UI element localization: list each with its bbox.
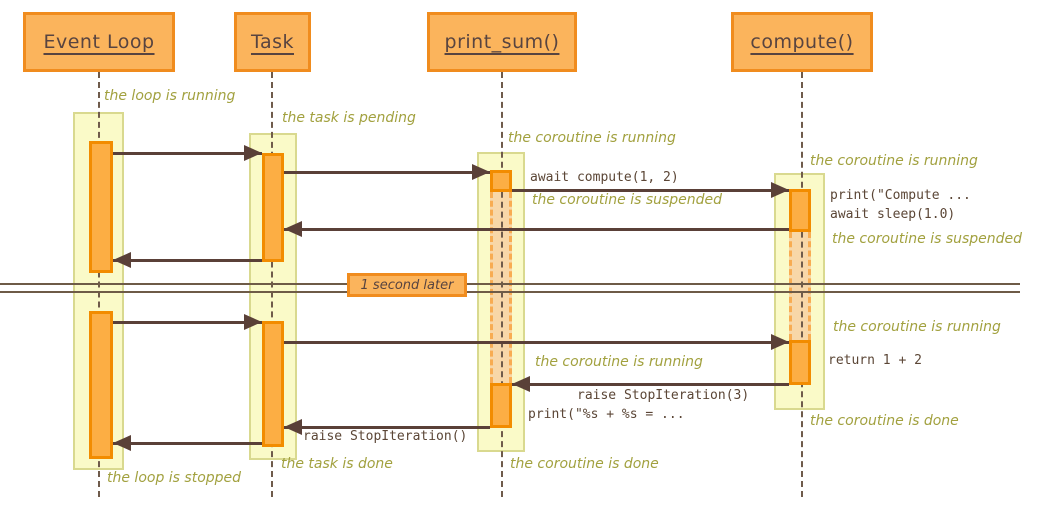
lifeline-task xyxy=(271,72,273,497)
actor-print-sum: print_sum() xyxy=(427,12,577,72)
activation-bar-compute-1 xyxy=(789,189,811,232)
arrow-line xyxy=(113,259,262,262)
note-compute-suspended: the coroutine is suspended xyxy=(832,231,1023,247)
actor-event-loop-label: Event Loop xyxy=(43,31,155,53)
label-raise-stopiteration: raise StopIteration() xyxy=(303,429,468,444)
note-print-sum-running-1: the coroutine is running xyxy=(508,130,676,146)
activation-bar-event-loop-1 xyxy=(89,141,113,273)
arrow-line xyxy=(113,442,262,445)
arrow-line xyxy=(284,171,490,174)
arrow-task-to-compute xyxy=(284,334,789,350)
arrow-head-icon xyxy=(771,182,789,198)
arrow-head-icon xyxy=(284,221,302,237)
arrow-print-sum-to-task-return xyxy=(284,419,490,435)
label-return-sum: return 1 + 2 xyxy=(828,353,922,368)
actor-print-sum-label: print_sum() xyxy=(444,31,560,53)
suspended-bar-compute xyxy=(789,232,811,340)
arrow-line xyxy=(284,341,789,344)
lifeline-event-loop xyxy=(98,72,100,497)
arrow-line xyxy=(512,189,789,192)
divider-line-top xyxy=(0,283,1020,285)
note-compute-done: the coroutine is done xyxy=(810,413,959,429)
actor-task: Task xyxy=(234,12,311,72)
arrow-head-icon xyxy=(244,314,262,330)
arrow-task-to-loop-return xyxy=(113,252,262,268)
label-await-compute: await compute(1, 2) xyxy=(530,170,679,185)
activation-bar-compute-2 xyxy=(789,340,811,385)
arrow-head-icon xyxy=(244,145,262,161)
note-loop-stopped: the loop is stopped xyxy=(107,470,242,486)
arrow-line xyxy=(512,383,789,386)
arrow-line xyxy=(113,321,262,324)
arrow-line xyxy=(284,426,490,429)
activation-bar-task-2 xyxy=(262,321,284,447)
activation-bar-print-sum-1 xyxy=(490,170,512,192)
arrow-loop-to-task-2 xyxy=(113,314,262,330)
label-print-result: print("%s + %s = ... xyxy=(528,407,685,422)
note-task-pending: the task is pending xyxy=(282,110,416,126)
arrow-line xyxy=(113,152,262,155)
activation-bar-print-sum-2 xyxy=(490,383,512,428)
divider-label: 1 second later xyxy=(360,277,454,293)
label-print-compute: print("Compute ... xyxy=(830,188,971,203)
arrow-head-icon xyxy=(113,252,131,268)
arrow-compute-to-print-sum-return xyxy=(512,376,789,392)
arrow-task-to-loop-final xyxy=(113,435,262,451)
arrow-head-icon xyxy=(472,164,490,180)
divider-line-bottom xyxy=(0,291,1020,293)
actor-task-label: Task xyxy=(250,31,294,53)
note-loop-running: the loop is running xyxy=(104,88,236,104)
note-compute-running-1: the coroutine is running xyxy=(810,153,978,169)
label-raise-stopiteration-3: raise StopIteration(3) xyxy=(577,388,750,403)
arrow-print-sum-to-compute xyxy=(512,182,789,198)
arrow-task-to-print-sum xyxy=(284,164,490,180)
note-print-sum-done: the coroutine is done xyxy=(510,456,659,472)
activation-bar-event-loop-2 xyxy=(89,311,113,459)
label-await-sleep: await sleep(1.0) xyxy=(830,207,956,222)
arrow-head-icon xyxy=(512,376,530,392)
arrow-line xyxy=(284,228,789,231)
lifeline-compute xyxy=(801,72,803,497)
note-print-sum-running-2: the coroutine is running xyxy=(535,354,703,370)
arrow-loop-to-task-1 xyxy=(113,145,262,161)
actor-compute-label: compute() xyxy=(750,31,854,53)
arrow-compute-to-task-return xyxy=(284,221,789,237)
note-compute-running-2: the coroutine is running xyxy=(833,319,1001,335)
arrow-head-icon xyxy=(771,334,789,350)
arrow-head-icon xyxy=(284,419,302,435)
arrow-head-icon xyxy=(113,435,131,451)
note-print-sum-suspended: the coroutine is suspended xyxy=(532,192,723,208)
note-task-done: the task is done xyxy=(281,456,393,472)
divider-label-box: 1 second later xyxy=(347,273,467,297)
activation-bar-task-1 xyxy=(262,153,284,262)
actor-event-loop: Event Loop xyxy=(23,12,175,72)
actor-compute: compute() xyxy=(731,12,873,72)
lifeline-print-sum xyxy=(501,72,503,497)
